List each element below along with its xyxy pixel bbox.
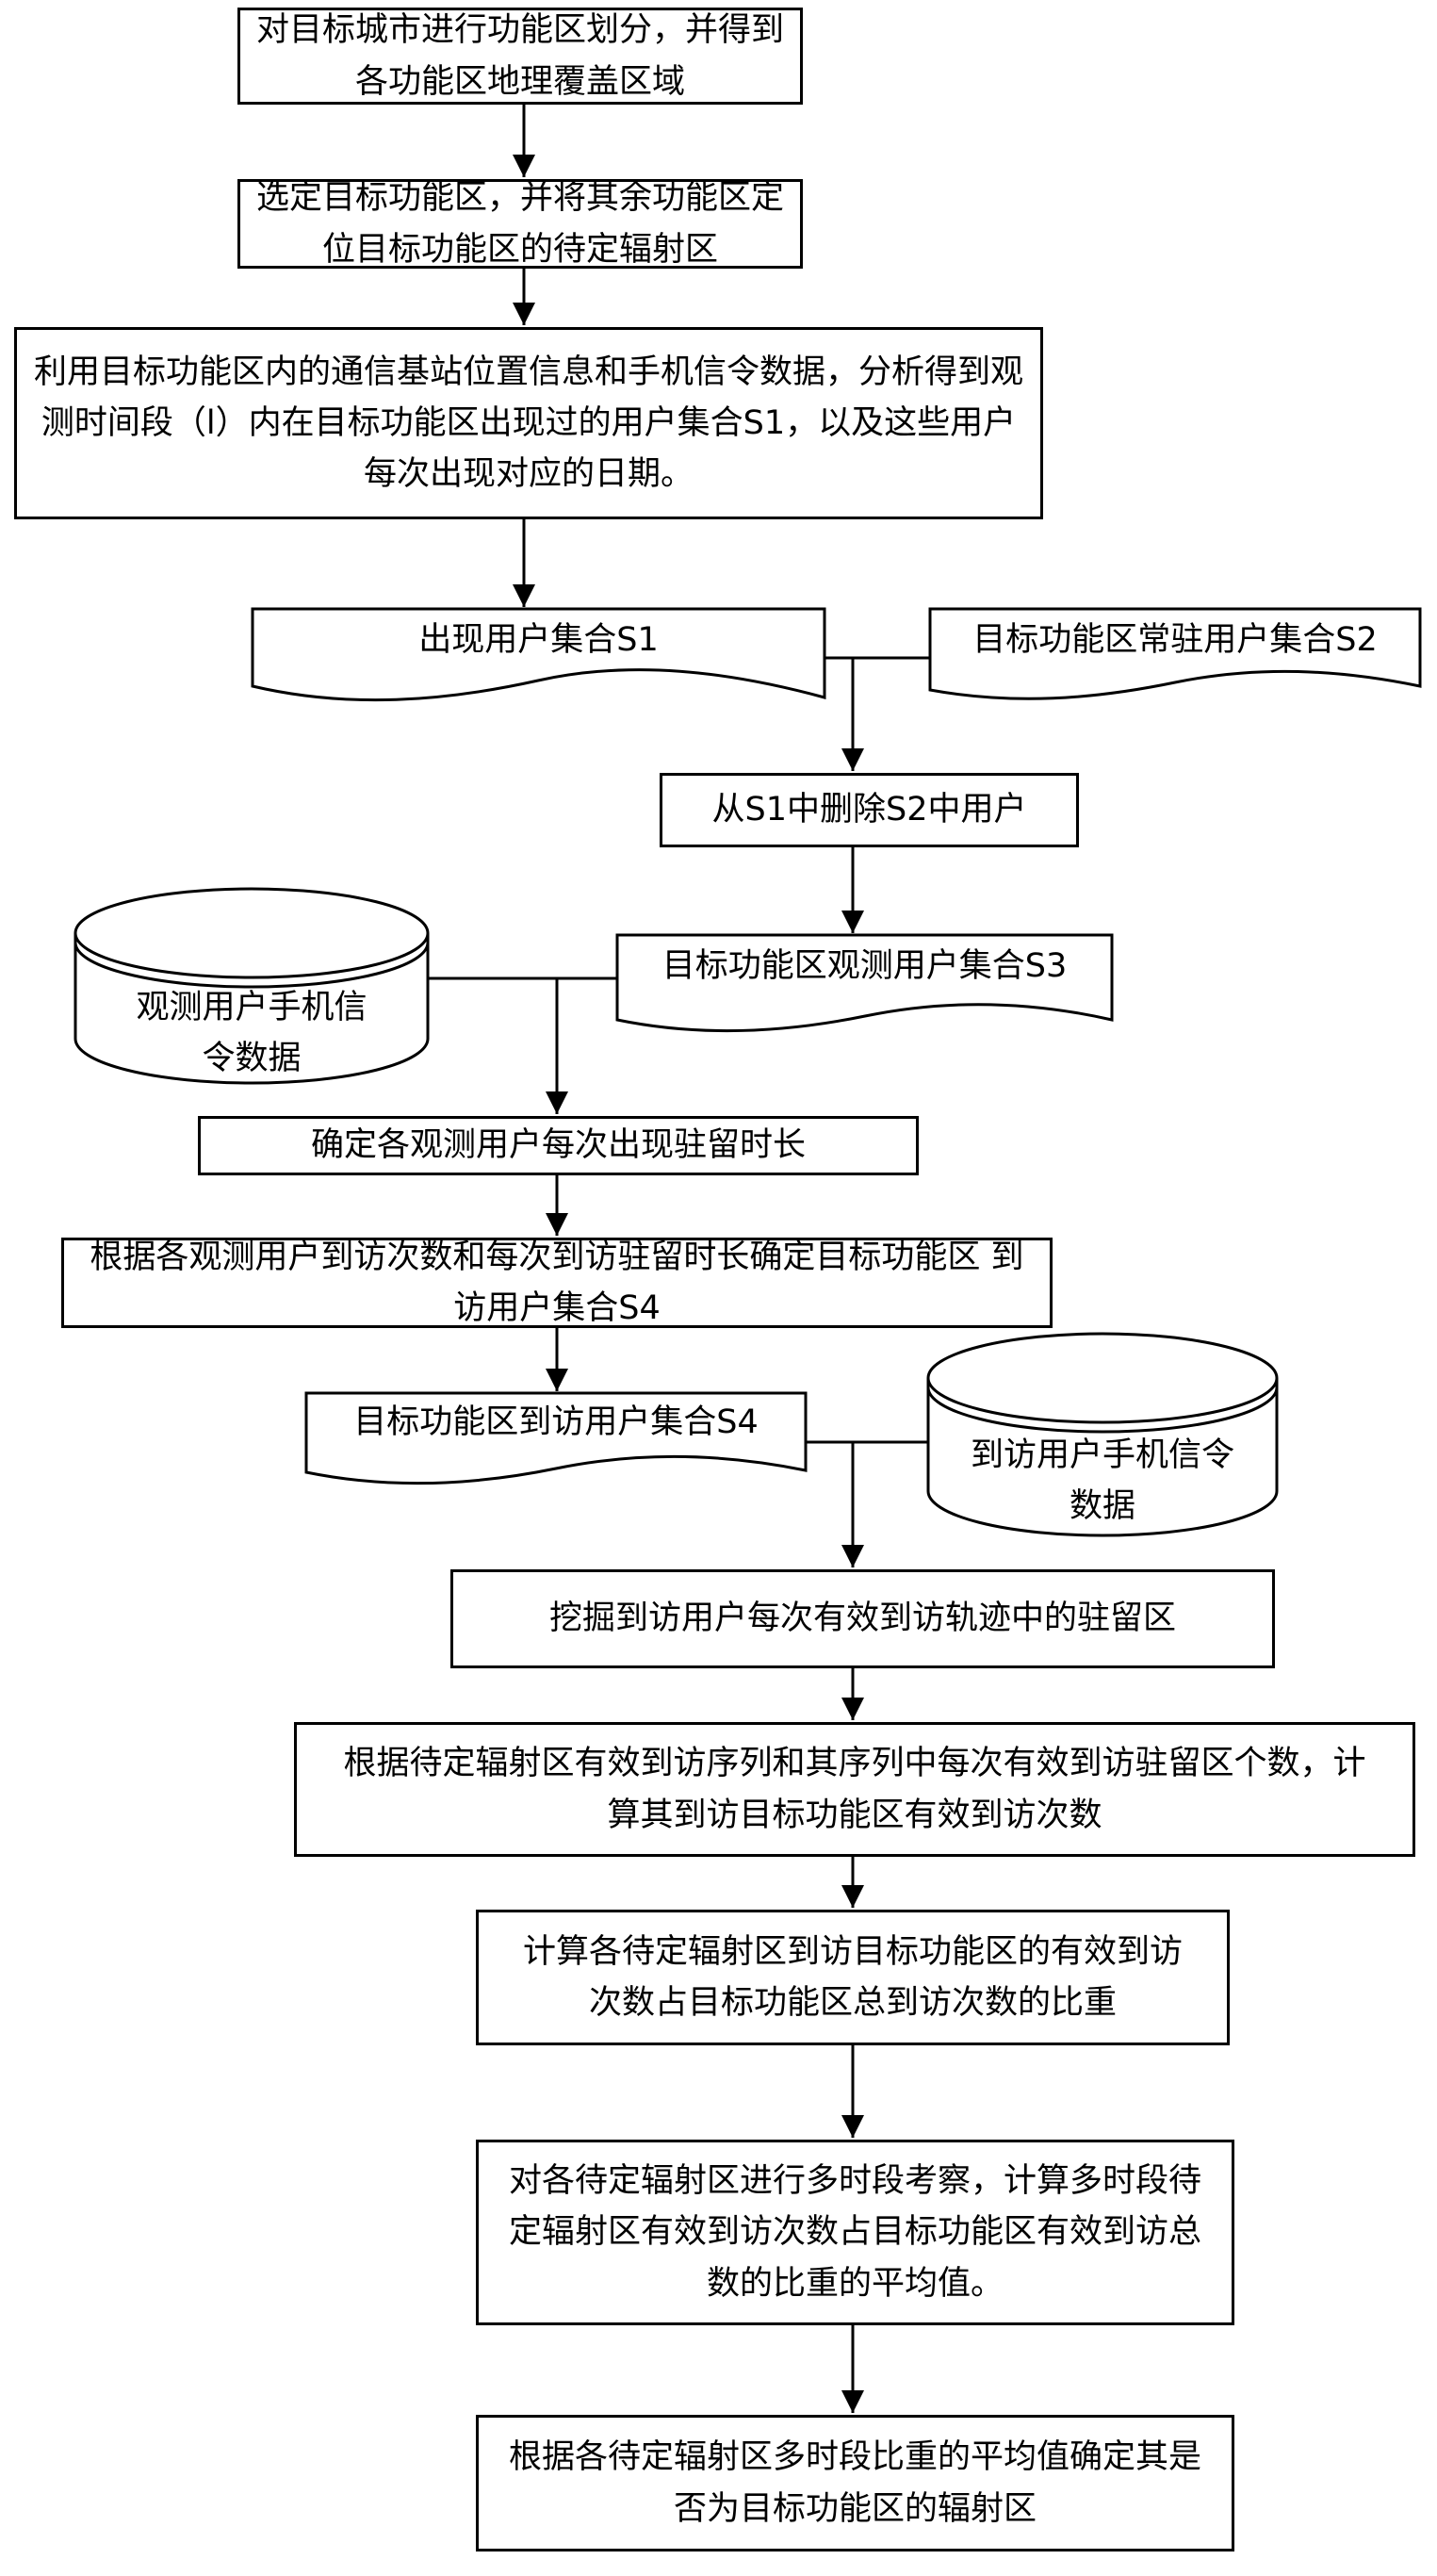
step-10-text: 对各待定辐射区进行多时段考察，计算多时段待定辐射区有效到访次数占目标功能区有效到… <box>507 2156 1203 2309</box>
step-2-text: 选定目标功能区，并将其余功能区定位目标功能区的待定辐射区 <box>253 172 787 275</box>
step-8-text: 根据待定辐射区有效到访序列和其序列中每次有效到访驻留区个数，计算其到访目标功能区… <box>335 1738 1375 1841</box>
doc-s3-label: 目标功能区观测用户集合S3 <box>617 937 1112 995</box>
step-7-text: 挖掘到访用户每次有效到访轨迹中的驻留区 <box>549 1593 1176 1644</box>
step-1-box: 对目标城市进行功能区划分，并得到各功能区地理覆盖区域 <box>237 8 803 105</box>
step-3-box: 利用目标功能区内的通信基站位置信息和手机信令数据，分析得到观测时间段（l）内在目… <box>14 327 1043 519</box>
step-11-box: 根据各待定辐射区多时段比重的平均值确定其是否为目标功能区的辐射区 <box>476 2415 1234 2551</box>
step-1-text: 对目标城市进行功能区划分，并得到各功能区地理覆盖区域 <box>253 5 787 107</box>
doc-s4-label: 目标功能区到访用户集合S4 <box>306 1395 806 1450</box>
step-8-box: 根据待定辐射区有效到访序列和其序列中每次有效到访驻留区个数，计算其到访目标功能区… <box>294 1722 1415 1857</box>
step-9-box: 计算各待定辐射区到访目标功能区的有效到访次数占目标功能区总到访次数的比重 <box>476 1910 1230 2045</box>
step-6-box: 根据各观测用户到访次数和每次到访驻留时长确定目标功能区 到访用户集合S4 <box>61 1238 1053 1328</box>
step-3-text: 利用目标功能区内的通信基站位置信息和手机信令数据，分析得到观测时间段（l）内在目… <box>30 347 1027 500</box>
step-5-box: 确定各观测用户每次出现驻留时长 <box>198 1116 919 1175</box>
step-5-text: 确定各观测用户每次出现驻留时长 <box>311 1120 806 1171</box>
doc-s1-label: 出现用户集合S1 <box>253 611 825 669</box>
step-6-text: 根据各观测用户到访次数和每次到访驻留时长确定目标功能区 到访用户集合S4 <box>77 1232 1037 1335</box>
step-11-text: 根据各待定辐射区多时段比重的平均值确定其是否为目标功能区的辐射区 <box>507 2432 1203 2535</box>
doc-s2-label: 目标功能区常驻用户集合S2 <box>930 611 1420 669</box>
step-9-text: 计算各待定辐射区到访目标功能区的有效到访次数占目标功能区总到访次数的比重 <box>507 1927 1199 2029</box>
database-2-label: 到访用户手机信令数据 <box>942 1428 1263 1534</box>
step-4-box: 从S1中删除S2中用户 <box>660 773 1079 847</box>
step-2-box: 选定目标功能区，并将其余功能区定位目标功能区的待定辐射区 <box>237 179 803 269</box>
database-1-label: 观测用户手机信令数据 <box>90 980 414 1086</box>
step-10-box: 对各待定辐射区进行多时段考察，计算多时段待定辐射区有效到访次数占目标功能区有效到… <box>476 2140 1234 2325</box>
step-4-text: 从S1中删除S2中用户 <box>712 784 1027 835</box>
step-7-box: 挖掘到访用户每次有效到访轨迹中的驻留区 <box>450 1569 1275 1668</box>
